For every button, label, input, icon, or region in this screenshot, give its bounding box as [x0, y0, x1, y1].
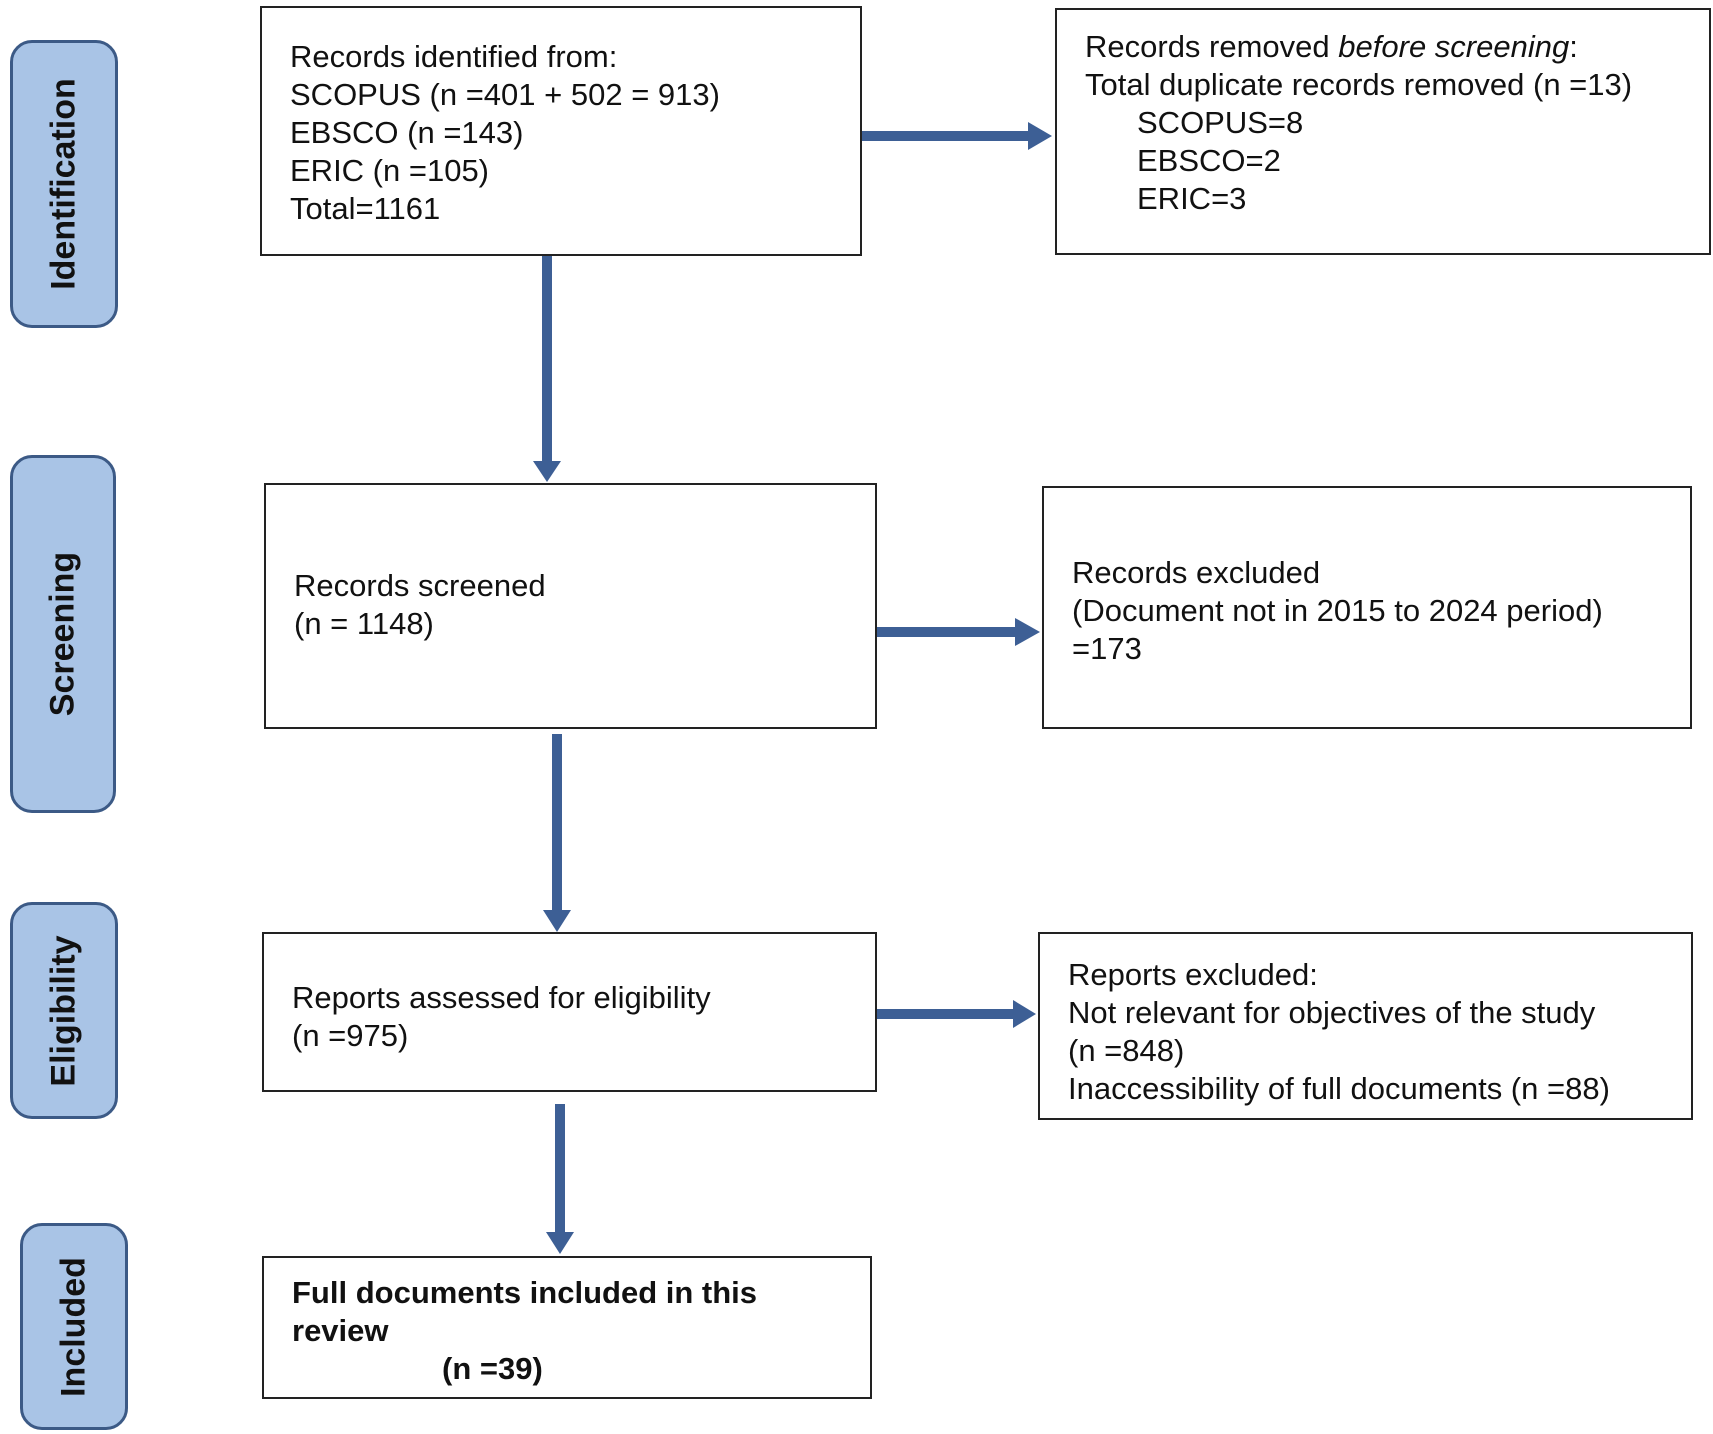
arrow-screened-to-assessed	[543, 734, 571, 932]
records-excluded-label: Records excluded	[1072, 555, 1321, 590]
eric-count: ERIC (n =105)	[290, 153, 490, 188]
reports-assessed-label: Reports assessed for eligibility	[292, 980, 711, 1015]
arrow-screened-to-excluded	[877, 618, 1040, 646]
inaccessible-reason: Inaccessibility of full documents (n =88…	[1068, 1071, 1610, 1106]
scopus-count: SCOPUS (n =401 + 502 = 913)	[290, 77, 720, 112]
records-identified-box: Records identified from: SCOPUS (n =401 …	[260, 6, 862, 256]
arrow-identified-to-screened	[533, 256, 561, 482]
phase-eligibility: Eligibility	[10, 902, 118, 1119]
total-count: Total=1161	[290, 191, 441, 226]
records-screened-count: (n = 1148)	[294, 606, 434, 641]
phase-identification: Identification	[10, 40, 118, 328]
reports-excluded-heading: Reports excluded:	[1068, 957, 1318, 992]
arrow-identified-to-removed	[862, 122, 1052, 150]
records-screened-label: Records screened	[294, 568, 546, 603]
reports-excluded-box: Reports excluded: Not relevant for objec…	[1038, 932, 1693, 1120]
reports-assessed-box: Reports assessed for eligibility (n =975…	[262, 932, 877, 1092]
not-relevant-reason: Not relevant for objectives of the study	[1068, 995, 1596, 1030]
phase-included: Included	[20, 1223, 128, 1430]
documents-included-label: Full documents included in this	[292, 1275, 758, 1310]
records-identified-heading: Records identified from:	[290, 39, 618, 74]
records-excluded-count: =173	[1072, 631, 1142, 666]
records-screened-box: Records screened (n = 1148)	[264, 483, 877, 729]
documents-included-label-cont: review	[292, 1313, 389, 1348]
not-relevant-count: (n =848)	[1068, 1033, 1185, 1068]
records-removed-box: Records removed before screening: Total …	[1055, 8, 1711, 255]
arrow-assessed-to-included	[546, 1104, 574, 1254]
arrow-assessed-to-excluded	[877, 1000, 1036, 1028]
reports-assessed-count: (n =975)	[292, 1018, 409, 1053]
records-excluded-box: Records excluded (Document not in 2015 t…	[1042, 486, 1692, 729]
records-removed-heading: Records removed before screening:	[1085, 29, 1578, 64]
documents-included-box: Full documents included in this review (…	[262, 1256, 872, 1399]
duplicates-removed: Total duplicate records removed (n =13)	[1085, 67, 1633, 102]
phase-screening: Screening	[10, 455, 116, 813]
eric-duplicates: ERIC=3	[1137, 181, 1247, 216]
documents-included-count: (n =39)	[442, 1351, 543, 1386]
scopus-duplicates: SCOPUS=8	[1137, 105, 1304, 140]
ebsco-duplicates: EBSCO=2	[1137, 143, 1281, 178]
records-excluded-reason: (Document not in 2015 to 2024 period)	[1072, 593, 1603, 628]
ebsco-count: EBSCO (n =143)	[290, 115, 524, 150]
